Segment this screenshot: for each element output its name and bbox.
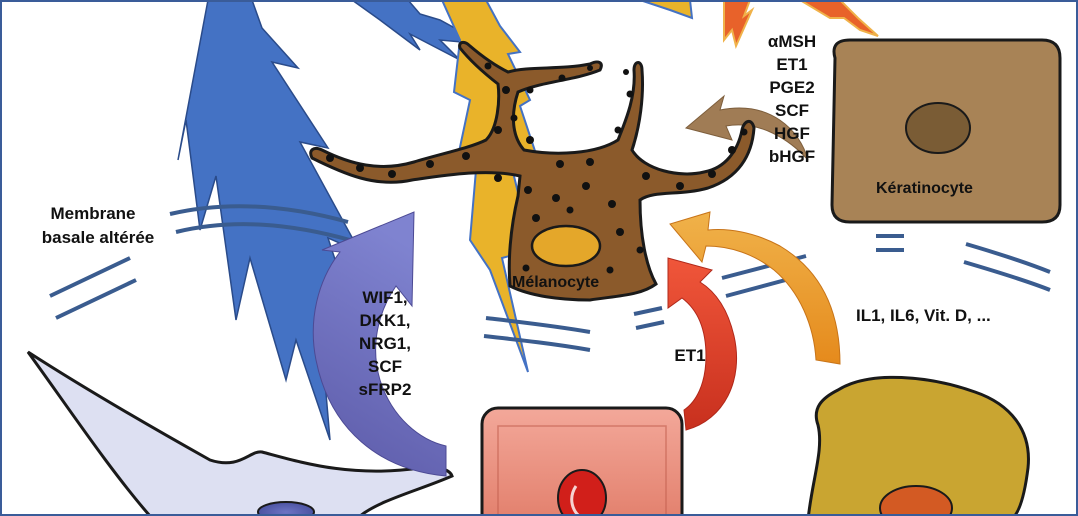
orange-curved-arrow-icon — [669, 211, 841, 365]
purple-curved-arrow-icon — [312, 211, 447, 477]
endothelial-cell — [480, 406, 684, 516]
fibroblast-factor-dkk1: DKK1, — [359, 311, 411, 330]
melanocyte — [309, 40, 756, 302]
fibroblast-nucleus — [257, 501, 315, 516]
fibroblast-factor-scf: SCF — [368, 357, 402, 376]
uv-red-lightning-2-icon — [798, 0, 879, 37]
fibroblast-factor-wif1: WIF1, — [362, 288, 408, 307]
endothelial-inner-outline — [497, 425, 667, 516]
melanocyte-nucleus — [530, 224, 602, 268]
keratinocyte-factor-et1: ET1 — [776, 55, 808, 74]
keratinocyte-factor-amsh: αMSH — [767, 32, 817, 51]
red-curved-arrow-icon — [667, 257, 738, 431]
immune-factors-label: IL1, IL6, Vit. D, ... — [856, 306, 991, 325]
melanocyte-label: Mélanocyte — [512, 274, 600, 291]
endothelial-factor-label: ET1 — [674, 346, 706, 365]
membrane-label-line1: Membrane — [50, 204, 136, 223]
uv-blue-lightning-small-icon — [350, 0, 485, 61]
brown-curved-arrow-icon — [684, 94, 809, 161]
uv-yellow-lightning-top-icon — [639, 0, 694, 20]
basement-membrane — [49, 204, 1051, 352]
keratinocyte-label: Kératinocyte — [876, 180, 973, 197]
melanocyte-body — [309, 40, 756, 302]
fibroblast-factor-sfrp2: sFRP2 — [358, 380, 412, 399]
immune-cell — [806, 375, 1030, 516]
fibroblast-factor-nrg1: NRG1, — [359, 334, 411, 353]
keratinocyte-factor-pge2: PGE2 — [769, 78, 815, 97]
keratinocyte-factor-scf: SCF — [775, 101, 809, 120]
keratinocyte-factor-hgf: HGF — [774, 124, 810, 143]
melanosomes — [326, 62, 748, 274]
endothelial-nucleus-highlight — [570, 485, 582, 516]
keratinocyte-factor-bhgf: bHGF — [768, 147, 816, 166]
endothelial-nucleus — [557, 469, 607, 516]
membrane-label-line2: basale altérée — [41, 228, 155, 247]
fibroblast-factors-list: WIF1, DKK1, NRG1, SCF sFRP2 — [330, 286, 440, 401]
immune-nucleus — [879, 485, 953, 516]
keratinocyte-nucleus — [905, 102, 971, 154]
uv-red-lightning-1-icon — [723, 0, 755, 50]
keratinocyte-factors-list: αMSH ET1 PGE2 SCF HGF bHGF — [744, 30, 840, 168]
